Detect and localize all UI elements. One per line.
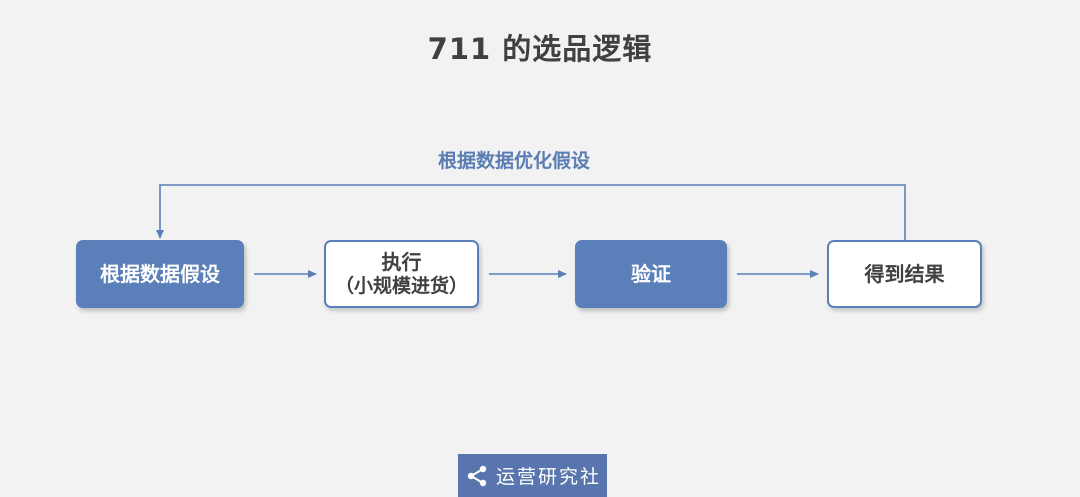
step-execute-label: 执行 bbox=[381, 250, 422, 274]
step-execute-sublabel: （小规模进货） bbox=[334, 275, 468, 297]
brand-logo-text: 运营研究社 bbox=[495, 466, 601, 488]
step-hypothesis-label: 根据数据假设 bbox=[100, 262, 220, 286]
feedback-loop-label: 根据数据优化假设 bbox=[437, 150, 590, 172]
step-hypothesis-box: 根据数据假设 bbox=[76, 240, 244, 308]
step-result-box: 得到结果 bbox=[827, 240, 982, 308]
step-verify-box: 验证 bbox=[575, 240, 727, 308]
diagram-title: 711 的选品逻辑 bbox=[427, 32, 653, 66]
step-verify-label: 验证 bbox=[631, 262, 671, 286]
share-icon bbox=[467, 465, 487, 486]
step-result-label: 得到结果 bbox=[864, 262, 945, 286]
feedback-loop-line bbox=[156, 184, 906, 240]
step-execute-box: 执行 （小规模进货） bbox=[324, 240, 479, 308]
brand-logo: 运营研究社 bbox=[458, 454, 607, 497]
